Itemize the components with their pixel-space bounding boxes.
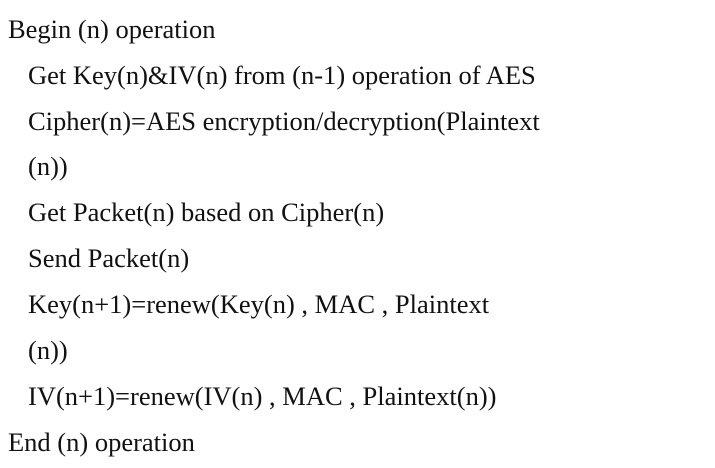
algorithm-line-get-packet: Get Packet(n) based on Cipher(n) — [28, 197, 385, 227]
algorithm-line-end: End (n) operation — [8, 427, 195, 457]
algorithm-line-begin: Begin (n) operation — [8, 14, 216, 44]
algorithm-line-get-key-iv: Get Key(n)&IV(n) from (n-1) operation of… — [28, 60, 536, 90]
algorithm-line-cipher-cont: (n)) — [28, 151, 68, 181]
algorithm-line-cipher: Cipher(n)=AES encryption/decryption(Plai… — [28, 106, 540, 136]
algorithm-line-key-renew: Key(n+1)=renew(Key(n) , MAC , Plaintext — [28, 289, 490, 319]
algorithm-line-iv-renew: IV(n+1)=renew(IV(n) , MAC , Plaintext(n)… — [28, 381, 497, 411]
algorithm-line-key-renew-cont: (n)) — [28, 335, 68, 365]
algorithm-line-send-packet: Send Packet(n) — [28, 243, 190, 273]
